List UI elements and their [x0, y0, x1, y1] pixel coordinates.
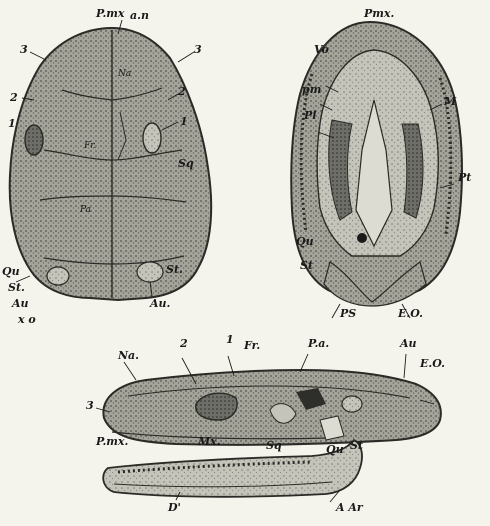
label-dorsal-au-left: Au [12, 298, 29, 309]
label-lateral-fr: Fr. [244, 340, 260, 351]
label-ventral-qu: Qu [296, 236, 314, 247]
label-ventral-pmx: Pmx. [364, 8, 394, 19]
label-ventral-st: St [300, 260, 313, 271]
label-dorsal-xo: x o [18, 314, 36, 325]
label-dorsal-2-right: 2 [178, 86, 186, 97]
leader-line [30, 52, 46, 60]
label-mandible-d: D' [168, 502, 181, 513]
label-ventral-pl: Pl [304, 110, 316, 121]
label-lateral-qu: Qu [326, 444, 344, 455]
label-dorsal-2-left: 2 [10, 92, 18, 103]
leader-line [404, 354, 406, 378]
label-ventral-eo: E.O. [398, 308, 423, 319]
label-ventral-vo: Vo [314, 44, 329, 55]
label-dorsal-pmx: P.mx [96, 8, 124, 19]
label-dorsal-st-left: St. [8, 282, 25, 293]
label-dorsal-qu: Qu [2, 266, 20, 277]
label-lateral-st: St [350, 440, 363, 451]
label-mandible-aar: A Ar [336, 502, 363, 513]
mandible-outline [103, 440, 362, 497]
dorsal-squamosal-boss [137, 262, 163, 282]
label-dorsal-na: Na [118, 70, 131, 79]
label-ventral-pm: pm [302, 84, 321, 95]
lateral-skull [103, 370, 440, 445]
label-dorsal-au-right: Au. [150, 298, 170, 309]
dorsal-auditory-left [47, 267, 69, 285]
label-dorsal-3-right: 3 [194, 44, 202, 55]
label-dorsal-1-left: 1 [8, 118, 16, 129]
label-dorsal-st-right: St. [166, 264, 183, 275]
lateral-orbit [196, 393, 237, 420]
leader-line [332, 304, 340, 318]
label-lateral-mx: Mx. [198, 436, 221, 447]
label-dorsal-pa: Pa [80, 206, 91, 215]
label-ventral-pt: Pt [458, 172, 471, 183]
label-lateral-eo: E.O. [420, 358, 445, 369]
dorsal-orbit-right [143, 123, 161, 153]
label-dorsal-3-left: 3 [20, 44, 28, 55]
label-ventral-m: M [444, 96, 456, 107]
lateral-auditory [342, 396, 362, 412]
label-lateral-pa: P.a. [308, 338, 329, 349]
label-lateral-1: 1 [226, 334, 234, 345]
label-lateral-au: Au [400, 338, 417, 349]
label-dorsal-sq: Sq [178, 158, 194, 169]
label-dorsal-an: a.n [130, 10, 149, 21]
ventral-skull [291, 22, 462, 306]
dorsal-orbit-left [25, 125, 43, 155]
label-lateral-sq: Sq [266, 440, 282, 451]
label-dorsal-1-right: 1 [180, 116, 188, 127]
label-lateral-na: Na. [118, 350, 139, 361]
ventral-foramen [357, 233, 367, 243]
label-lateral-3: 3 [86, 400, 94, 411]
label-lateral-2: 2 [180, 338, 188, 349]
leader-line [178, 52, 194, 62]
mandible [103, 440, 362, 497]
leader-line [124, 362, 136, 380]
label-lateral-pmx: P.mx. [96, 436, 128, 447]
label-dorsal-fr: Fr. [84, 142, 96, 151]
label-ventral-ps: PS [340, 308, 356, 319]
